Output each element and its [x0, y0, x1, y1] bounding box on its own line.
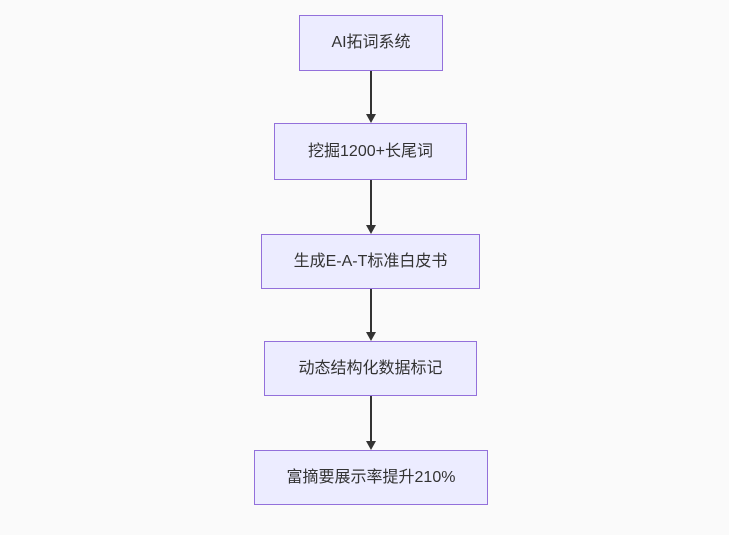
flowchart-node-ai-keyword-system: AI拓词系统 [299, 15, 443, 71]
flowchart-node-structured-data-markup: 动态结构化数据标记 [264, 341, 477, 396]
arrowhead-icon [365, 332, 376, 341]
arrowhead-icon [365, 441, 376, 450]
edge-line [369, 71, 372, 114]
edge-arrow-2 [365, 180, 376, 234]
edge-arrow-4 [365, 396, 376, 450]
flowchart-node-rich-snippet-rate: 富摘要展示率提升210% [254, 450, 488, 505]
edge-arrow-1 [365, 71, 376, 123]
edge-line [369, 289, 372, 332]
arrowhead-icon [365, 114, 376, 123]
edge-arrow-3 [365, 289, 376, 341]
edge-line [369, 180, 372, 225]
arrowhead-icon [365, 225, 376, 234]
edge-line [369, 396, 372, 441]
flowchart-node-longtail-mining: 挖掘1200+长尾词 [274, 123, 467, 180]
flowchart-node-eat-whitepaper: 生成E-A-T标准白皮书 [261, 234, 480, 289]
